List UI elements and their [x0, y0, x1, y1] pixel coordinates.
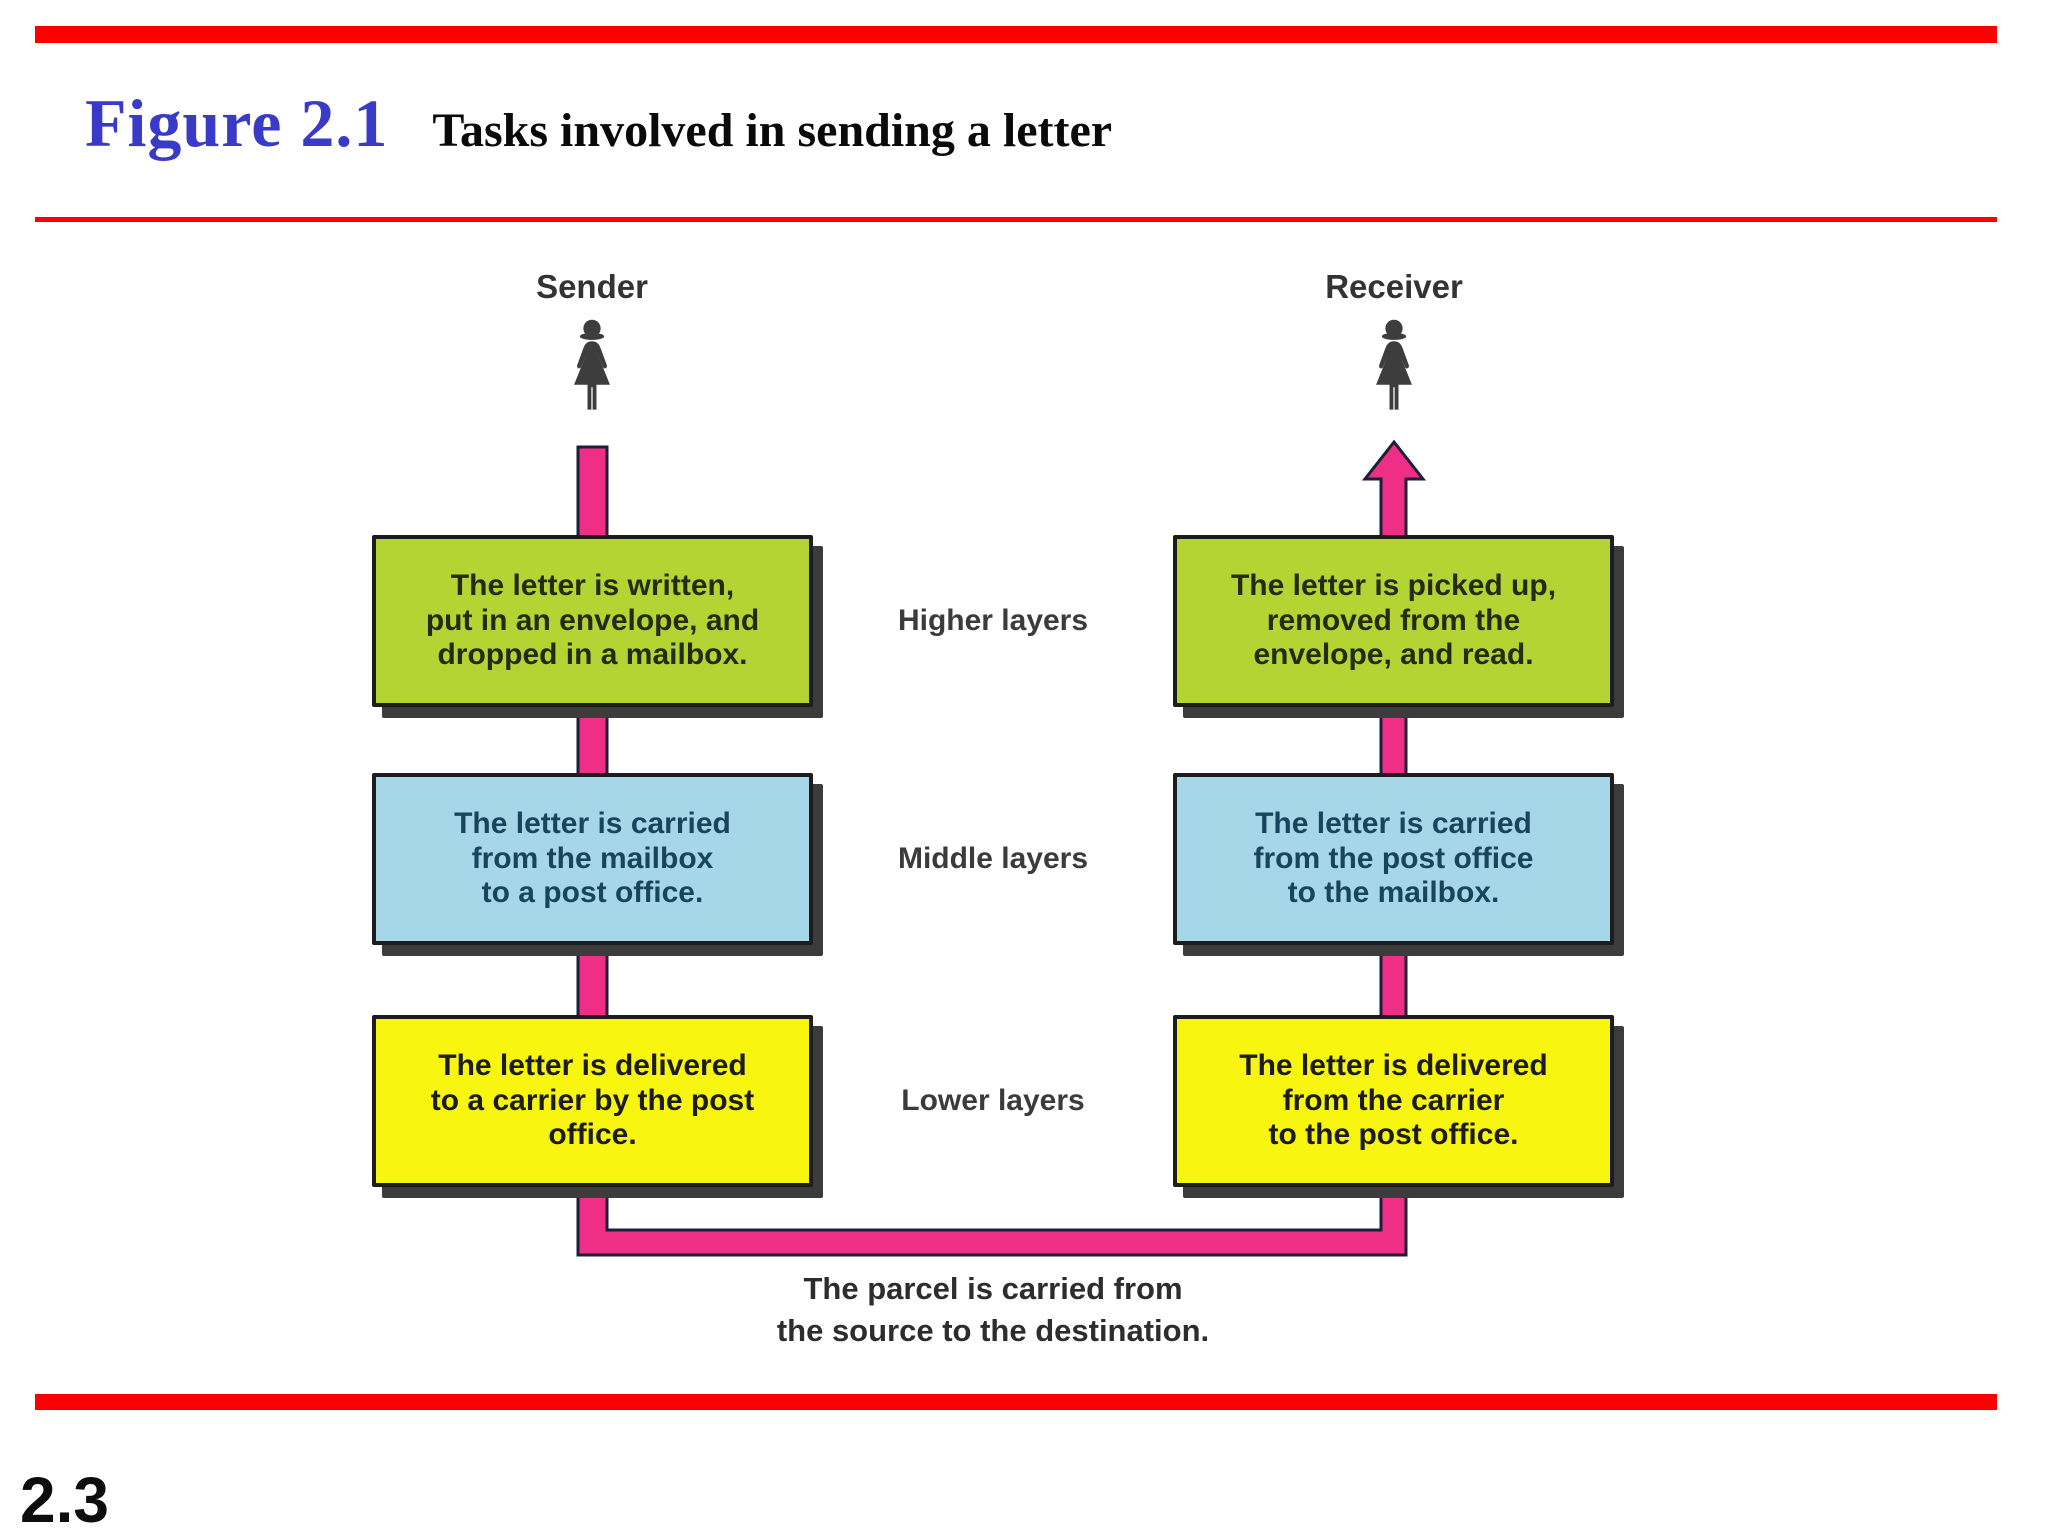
higher-layers-label: Higher layers [897, 604, 1089, 637]
header: Figure 2.1 Tasks involved in sending a l… [85, 86, 1112, 161]
receiver-higher-layer-box: The letter is picked up, removed from th… [1173, 535, 1614, 707]
sender-lower-layer-text: The letter is delivered to a carrier by … [430, 1049, 755, 1152]
lower-layers-label: Lower layers [901, 1084, 1085, 1117]
header-divider-line [35, 217, 1997, 222]
receiver-person-icon [1376, 319, 1412, 410]
sender-higher-layer-text: The letter is written, put in an envelop… [425, 569, 760, 672]
top-red-bar [35, 26, 1997, 43]
receiver-middle-layer-box: The letter is carried from the post offi… [1173, 773, 1614, 945]
middle-layers-label: Middle layers [897, 842, 1089, 875]
sender-label: Sender [536, 268, 648, 305]
receiver-label: Receiver [1325, 268, 1463, 305]
sender-lower-layer-box: The letter is delivered to a carrier by … [372, 1015, 813, 1187]
figure-label: Figure 2.1 [85, 85, 389, 161]
bottom-red-bar [35, 1394, 1997, 1410]
receiver-higher-layer-text: The letter is picked up, removed from th… [1230, 569, 1557, 672]
bottom-caption: The parcel is carried from the source to… [776, 1271, 1210, 1348]
receiver-lower-layer-box: The letter is delivered from the carrier… [1173, 1015, 1614, 1187]
receiver-middle-layer-text: The letter is carried from the post offi… [1253, 807, 1534, 910]
page-number: 2.3 [20, 1464, 109, 1536]
sender-middle-layer-text: The letter is carried from the mailbox t… [454, 807, 731, 910]
sender-higher-layer-box: The letter is written, put in an envelop… [372, 535, 813, 707]
sender-middle-layer-box: The letter is carried from the mailbox t… [372, 773, 813, 945]
receiver-lower-layer-text: The letter is delivered from the carrier… [1239, 1049, 1548, 1152]
figure-title: Tasks involved in sending a letter [432, 104, 1113, 157]
sender-person-icon [574, 319, 610, 410]
